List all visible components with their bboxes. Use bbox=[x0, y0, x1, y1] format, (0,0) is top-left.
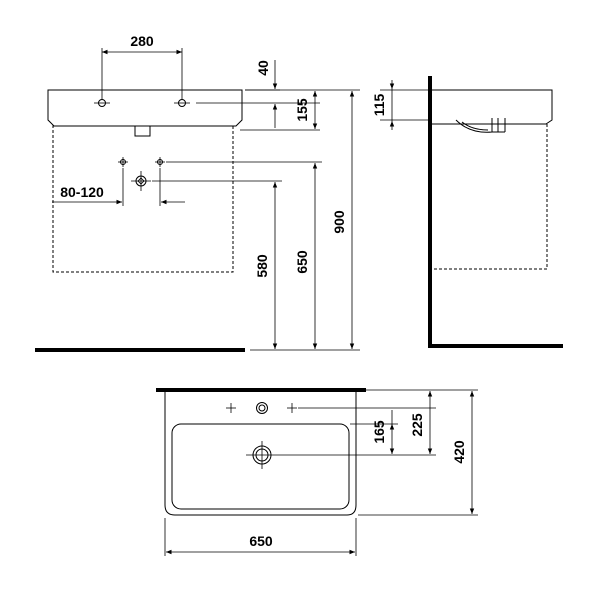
dim-bowl-offset: 165 bbox=[371, 420, 387, 444]
top-tap-hole-right bbox=[287, 403, 297, 413]
top-basin-outline bbox=[164, 392, 357, 516]
side-cabinet-outline bbox=[432, 123, 548, 270]
front-supply-point-right bbox=[155, 157, 165, 167]
front-basin-outline bbox=[47, 89, 243, 127]
top-tap-hole-center bbox=[256, 402, 268, 414]
side-wall-line bbox=[428, 76, 563, 348]
dim-outlet-height: 650 bbox=[294, 250, 310, 274]
dim-waste-height: 580 bbox=[254, 254, 270, 278]
front-tap-hole-left bbox=[94, 99, 110, 107]
dim-waste-offset: 225 bbox=[409, 413, 425, 437]
front-tap-hole-right bbox=[174, 99, 190, 107]
front-waste-stub bbox=[134, 126, 151, 137]
dim-tap-spacing: 280 bbox=[130, 33, 154, 49]
dim-tap-offset: 40 bbox=[255, 60, 271, 76]
front-waste-point bbox=[131, 171, 151, 191]
dim-basin-height: 155 bbox=[294, 98, 310, 122]
side-view: 115 bbox=[371, 76, 563, 348]
dim-depth: 420 bbox=[451, 440, 467, 464]
front-cabinet-outline bbox=[52, 125, 234, 273]
top-waste-outlet bbox=[246, 441, 278, 469]
front-supply-point-left bbox=[118, 157, 128, 167]
top-view: 165 225 420 650 bbox=[156, 388, 478, 556]
top-bowl-outline bbox=[171, 423, 350, 510]
front-view: 280 40 155 900 650 580 80-120 bbox=[35, 33, 360, 352]
dim-width: 650 bbox=[249, 533, 273, 549]
dim-waste-range: 80-120 bbox=[60, 184, 104, 200]
dim-side-depth-top: 115 bbox=[371, 93, 387, 116]
side-bowl-curve bbox=[455, 119, 493, 133]
top-tap-hole-left bbox=[226, 403, 236, 413]
dim-total-height: 900 bbox=[331, 210, 347, 234]
